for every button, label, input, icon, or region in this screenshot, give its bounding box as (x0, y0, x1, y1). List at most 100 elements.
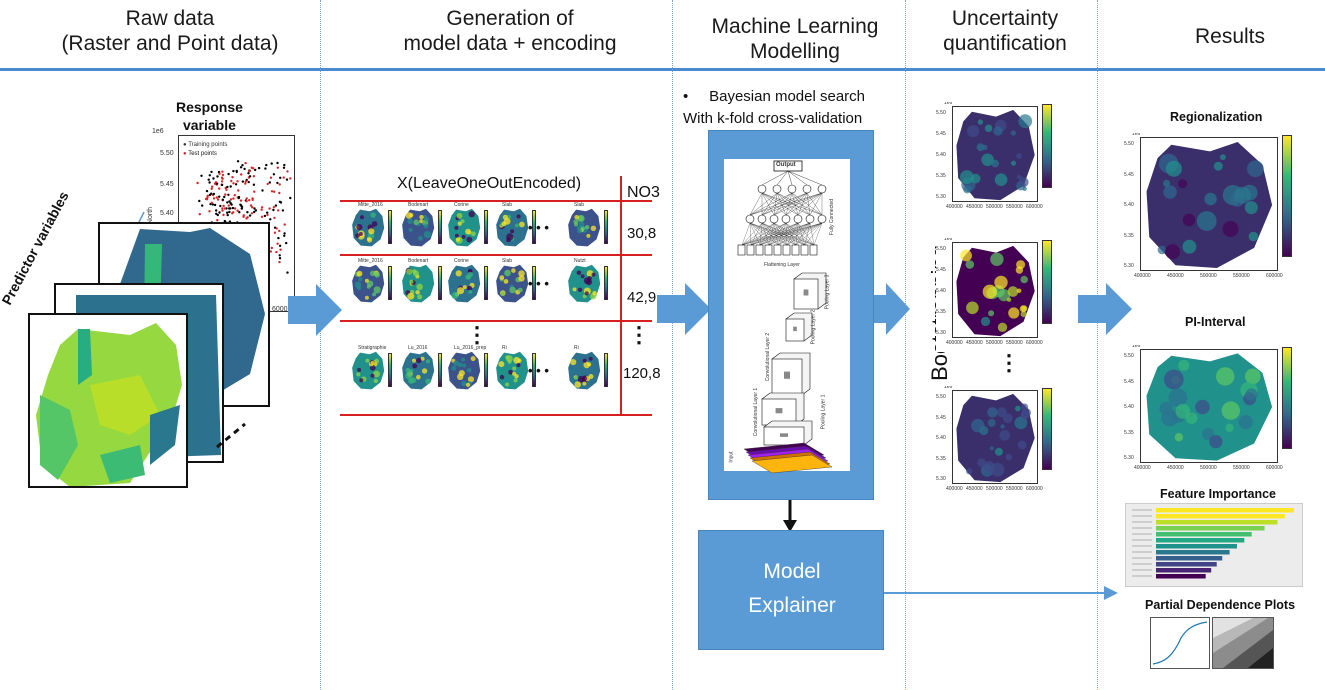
pi-interval-panel-xtick-3: 500000 (1200, 465, 1217, 471)
header-raw-line2: (Raster and Point data) (61, 32, 279, 55)
bootstrap-panel-3: Predictions1e65.505.455.405.355.30400000… (936, 386, 1060, 498)
header-results: Results (1130, 24, 1325, 49)
bootstrap-panel-1-xtick-2: 450000 (966, 204, 983, 210)
bootstrap-panel-1-ytick-3: 5.40 (936, 152, 946, 158)
encoding-tile-3-3 (446, 351, 482, 391)
column-divider-1 (320, 0, 321, 690)
encoding-row-ellipsis-2: • • • (528, 276, 549, 291)
bootstrap-panel-1-xtick-4: 550000 (1006, 204, 1023, 210)
response-variable-label: Response variable (176, 99, 243, 133)
feature-importance-title: Feature Importance (1160, 487, 1277, 501)
scatter-legend-test: ● Test points (183, 151, 217, 157)
encoding-tile-3-1 (350, 351, 386, 391)
feature-importance-chart (1125, 503, 1303, 587)
regionalization-title: Regionalization (1170, 110, 1263, 124)
target-vertical-ellipsis: ⋮ (628, 322, 650, 347)
bootstrap-ellipsis: ⋮ (998, 350, 1020, 375)
bootstrap-panel-3-ytick-5: 5.30 (936, 476, 946, 482)
cnn-pool2-label: Pooling Layer 2 (810, 309, 817, 345)
encoding-tile-1-4 (494, 208, 530, 248)
bootstrap-panel-2-ytick-1: 5.50 (936, 246, 946, 252)
bootstrap-panel-3-ytick-1: 5.50 (936, 394, 946, 400)
encoding-value-1: 30,8 (627, 225, 657, 242)
regionalization-panel-xtick-5: 600000 (1266, 273, 1283, 279)
encoding-tile-3-4 (494, 351, 530, 391)
encoding-tile-cbar-3-1 (388, 353, 392, 387)
encoding-tile-1-4-map (496, 208, 529, 247)
bootstrap-panel-1-ytick-4: 5.35 (936, 173, 946, 179)
cnn-fc-label: Fully Connected (829, 198, 836, 236)
encoding-tile-cbar-2-4 (532, 266, 536, 300)
arrow-explainer-to-results (882, 586, 1118, 600)
encoding-row-ellipsis-3: • • • (528, 363, 549, 378)
cnn-input-label: Input (728, 451, 735, 463)
regionalization-panel-xtick-4: 550000 (1233, 273, 1250, 279)
pi-interval-title: PI-Interval (1185, 315, 1246, 329)
pi-interval-panel-ytick-5: 5.30 (1124, 455, 1134, 461)
pi-interval-panel-colorbar (1282, 347, 1292, 449)
encoding-tile-1-3-map (448, 208, 481, 247)
bootstrap-panel-1-colorbar (1042, 104, 1052, 188)
bootstrap-panel-2-map (956, 245, 1035, 337)
bootstrap-panel-2-xtick-1: 400000 (946, 340, 963, 346)
encoding-tile-1-5 (566, 208, 602, 248)
header-uncertainty-line2: quantification (943, 32, 1067, 55)
scatter-ytick-3: 5.40 (160, 210, 174, 217)
encoding-tile-label-1-4: Slab (502, 202, 513, 208)
encoding-tile-label-2-3: Corine (454, 258, 469, 264)
encoding-tile-2-2 (400, 264, 436, 304)
pi-interval-panel-xtick-2: 450000 (1167, 465, 1184, 471)
encoding-tile-1-3 (446, 208, 482, 248)
column-divider-2 (672, 0, 673, 690)
bootstrap-panel-2-ytick-5: 5.30 (936, 330, 946, 336)
pi-interval-panel-ytick-3: 5.40 (1124, 404, 1134, 410)
bootstrap-panel-1-ytick-2: 5.45 (936, 131, 946, 137)
header-generation: Generation of model data + encoding (360, 6, 660, 56)
arrow-ml-to-uncertainty (864, 283, 910, 335)
bootstrap-panel-3-axes (952, 390, 1038, 484)
ml-bullet-2: With k-fold cross-validation (683, 110, 863, 127)
pi-interval-panel-scale: 1e6 (1132, 345, 1141, 349)
encoding-rule-vertical (620, 176, 622, 414)
cnn-architecture-diagram (737, 160, 833, 474)
bootstrap-panel-3-ytick-2: 5.45 (936, 414, 946, 421)
regionalization-panel-ytick-3: 5.40 (1124, 202, 1134, 208)
pi-interval-panel-xtick-5: 600000 (1266, 465, 1283, 471)
regionalization-panel-scale: 1e6 (1132, 133, 1141, 137)
encoding-rule-1 (340, 254, 652, 256)
arrow-generation-to-ml (657, 283, 711, 335)
target-header: NO3 (627, 184, 660, 201)
encoding-tile-2-5-map (568, 264, 601, 303)
regionalization-panel-map (1146, 142, 1273, 268)
bootstrap-panel-3-ytick-4: 5.35 (936, 455, 946, 462)
ml-bullet-1: • Bayesian model search (683, 88, 866, 105)
encoding-tile-label-2-2: Bodenart (408, 258, 429, 264)
pi-interval-panel-map (1146, 353, 1273, 461)
regionalization-panel-ytick-1: 5.50 (1124, 141, 1134, 147)
arrow-uncertainty-to-results (1078, 283, 1132, 335)
encoding-tile-cbar-1-1 (388, 210, 392, 244)
column-divider-4 (1097, 0, 1098, 690)
encoding-tile-3-2 (400, 351, 436, 391)
bootstrap-panel-2-colorbar (1042, 240, 1052, 324)
encoding-tile-label-1-5: Slab (574, 202, 585, 208)
bootstrap-panel-2-xtick-4: 550000 (1006, 340, 1023, 346)
bootstrap-panel-1-xtick-3: 500000 (986, 204, 1003, 210)
bootstrap-panel-1-xtick-5: 600000 (1026, 204, 1043, 210)
feature-importance-bars (1132, 508, 1294, 579)
encoding-tile-2-5 (566, 264, 602, 304)
bootstrap-panel-3-xtick-4: 550000 (1006, 486, 1023, 492)
bootstrap-panel-3-xtick-3: 500000 (986, 486, 1003, 492)
bootstrap-panel-2-scale: 1e6 (944, 238, 953, 242)
column-divider-3 (905, 0, 906, 690)
encoding-tile-label-2-1: Mitte_2016 (358, 258, 383, 264)
bootstrap-panel-2-xtick-3: 500000 (986, 340, 1003, 346)
encoding-tile-label-1-1: Mitte_2016 (358, 202, 383, 208)
encoding-tile-2-3-map (448, 264, 481, 303)
encoding-tile-cbar-1-2 (438, 210, 442, 244)
encoding-tile-3-5 (566, 351, 602, 391)
encoding-tile-2-1-map (352, 264, 385, 303)
encoding-tile-cbar-3-5 (604, 353, 608, 387)
encoding-tile-label-1-2: Bodenart (408, 202, 429, 208)
encoding-tile-cbar-3-2 (438, 353, 442, 387)
